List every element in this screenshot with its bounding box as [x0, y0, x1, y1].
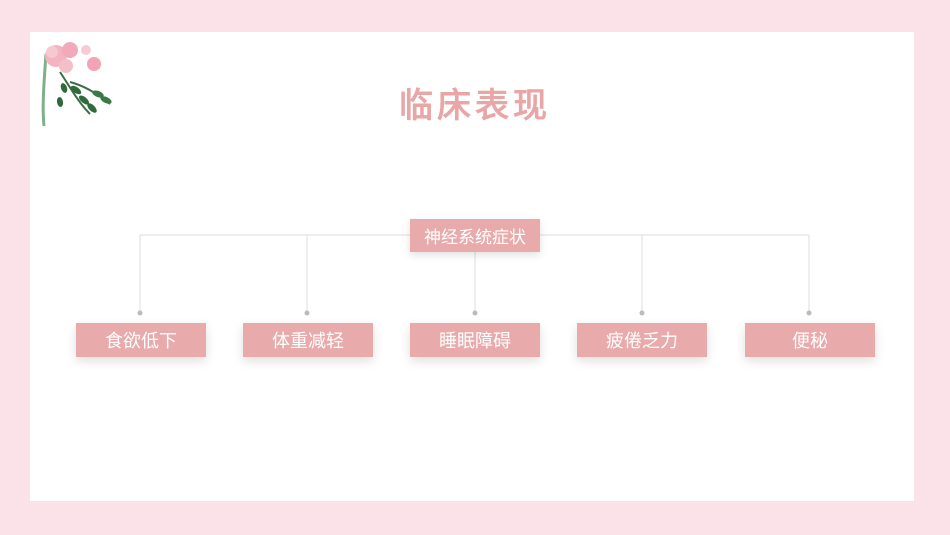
slide-title: 临床表现 — [399, 86, 551, 126]
connector-dot-3 — [472, 310, 478, 316]
flower-decoration-icon — [41, 42, 112, 127]
connector-dot-2 — [304, 310, 310, 316]
child-node-weight-loss: 体重减轻 — [243, 323, 373, 357]
connector-dot-1 — [137, 310, 143, 316]
connector-dot-4 — [639, 310, 645, 316]
child-node-fatigue: 疲倦乏力 — [577, 323, 707, 357]
child-node-constipation: 便秘 — [745, 323, 875, 357]
child-node-sleep-disorder: 睡眠障碍 — [410, 323, 540, 357]
slide-canvas — [30, 32, 914, 501]
connector-dot-5 — [806, 310, 812, 316]
root-node-nervous-system-symptoms: 神经系统症状 — [410, 219, 540, 252]
child-node-loss-of-appetite: 食欲低下 — [76, 323, 206, 357]
